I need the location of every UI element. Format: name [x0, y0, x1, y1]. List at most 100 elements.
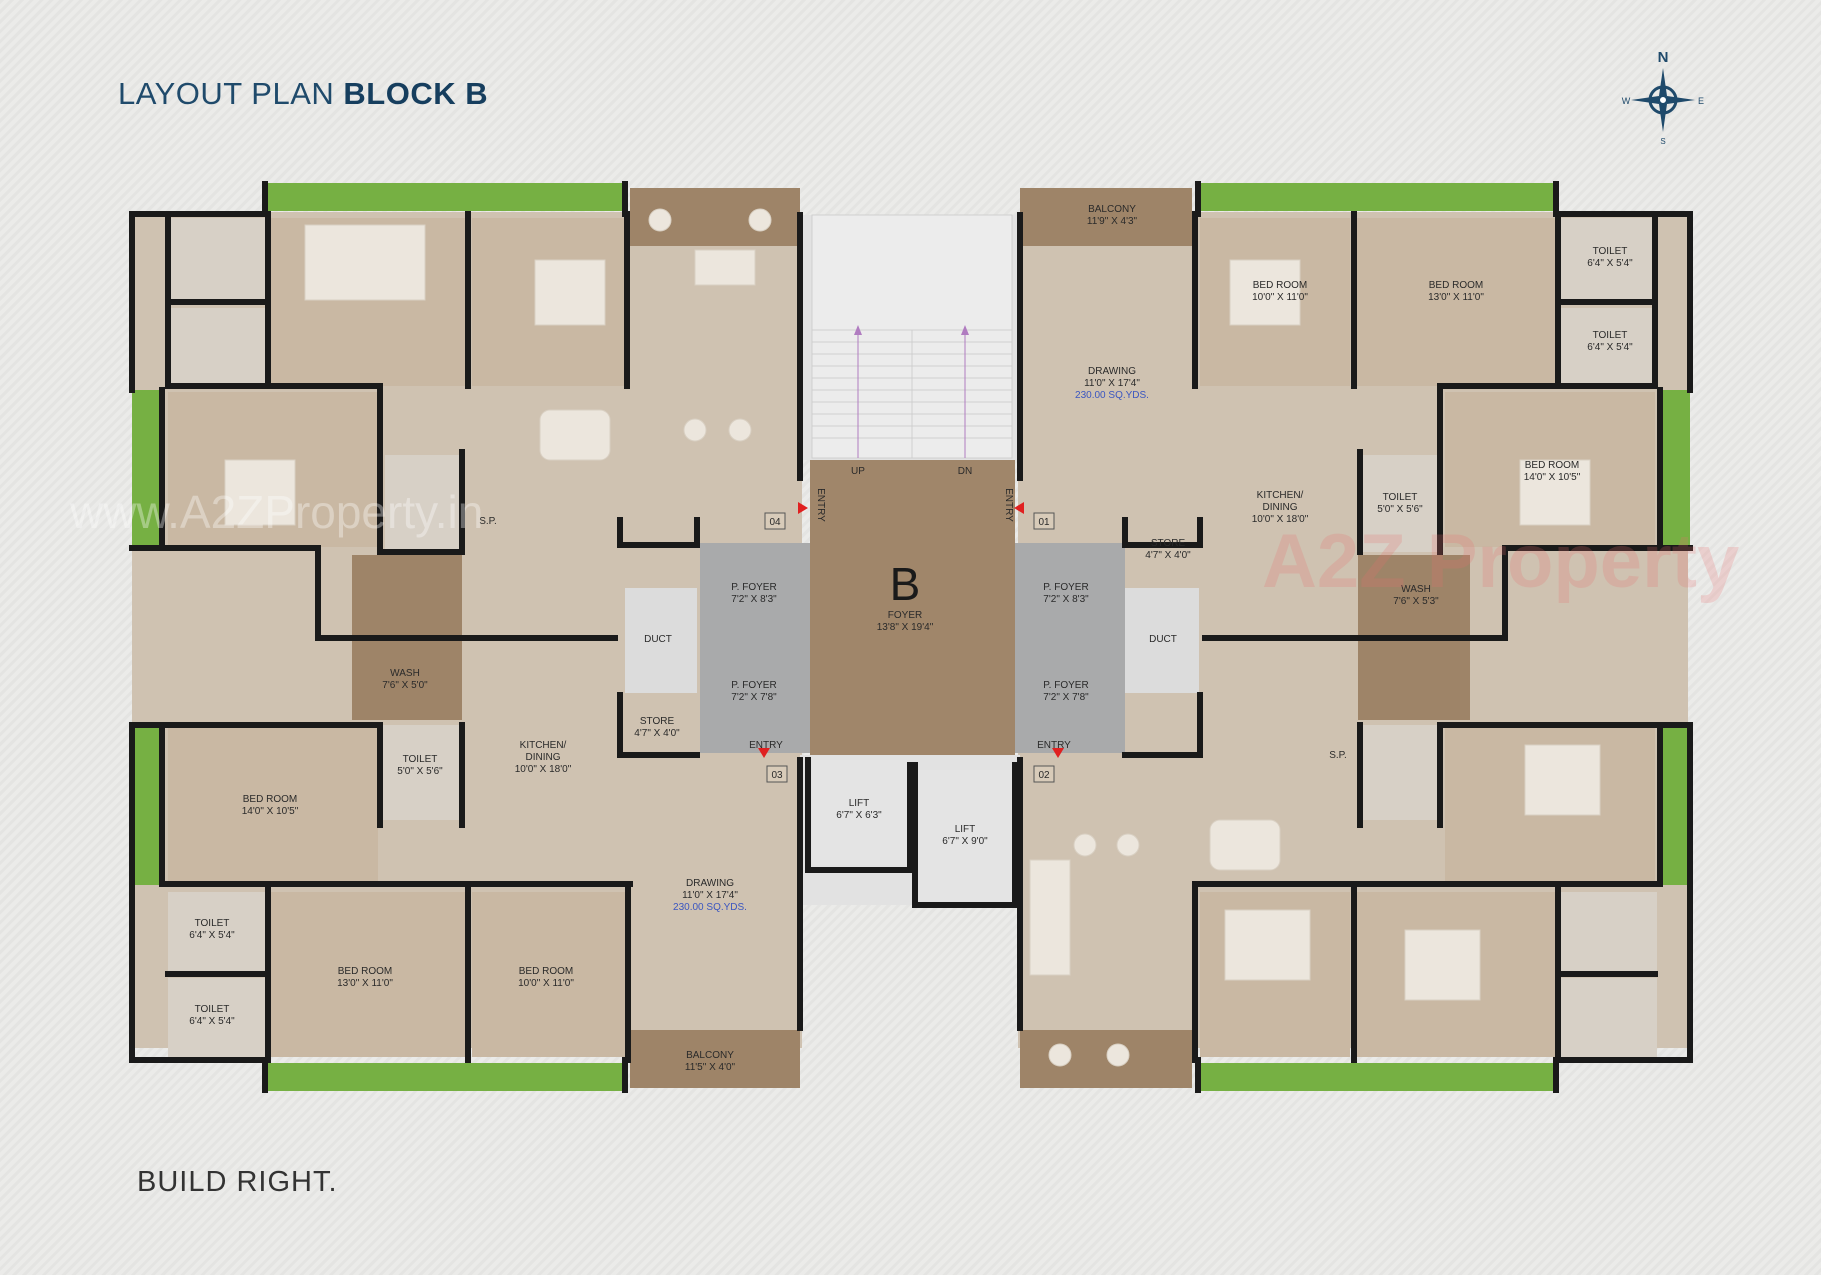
rooms [168, 218, 1655, 1057]
unit-number: 02 [1038, 770, 1050, 781]
green-strip [1198, 183, 1556, 211]
central-foyer [810, 460, 1015, 755]
private-foyers [700, 543, 1125, 753]
label-name: TOILET [403, 754, 438, 765]
label-dim: 11'0" X 17'4" [1084, 378, 1140, 389]
label-dim: 14'0" X 10'5" [1524, 472, 1581, 483]
entry-markers [758, 502, 1064, 758]
entry-label: ENTRY [749, 740, 783, 751]
label-dim: 5'0" X 5'6" [397, 766, 443, 777]
label-dim: 13'0" X 11'0" [337, 978, 393, 989]
green-strip [1660, 390, 1690, 548]
label-name: BED ROOM [1429, 280, 1483, 291]
foyer-label: FOYER [888, 610, 922, 621]
label-dim: 13'0" X 11'0" [1428, 292, 1484, 303]
label-dim: 6'4" X 5'4" [1587, 342, 1633, 353]
label-dim: 7'2" X 7'8" [731, 692, 777, 703]
label-name: BED ROOM [519, 966, 573, 977]
label-name: KITCHEN/ [1257, 490, 1304, 501]
block-letter: B [890, 558, 921, 610]
ducts [625, 588, 1199, 693]
label-name: DINING [1263, 502, 1298, 513]
label-name: BED ROOM [338, 966, 392, 977]
label-name: TOILET [1383, 492, 1418, 503]
label-name: TOILET [1593, 246, 1628, 257]
label-dim: 6'4" X 5'4" [189, 930, 235, 941]
lift-label: LIFT [955, 824, 976, 835]
label-dim: 7'2" X 7'8" [1043, 692, 1089, 703]
unit-number: 01 [1038, 517, 1050, 528]
compass-n-label: N [1658, 49, 1669, 66]
label-name: WASH [1401, 584, 1431, 595]
label-dim: 7'2" X 8'3" [1043, 594, 1089, 605]
balcony-br [1020, 1030, 1192, 1088]
compass-e-label: E [1698, 96, 1704, 106]
entry-label: ENTRY [815, 488, 826, 522]
toilets [168, 218, 1657, 1058]
label-name: BALCONY [686, 1050, 734, 1061]
label-name: TOILET [195, 1004, 230, 1015]
label-area: 230.00 SQ.YDS. [1075, 390, 1149, 401]
staircase [811, 214, 1013, 459]
label-name: TOILET [195, 918, 230, 929]
label-name: WASH [390, 668, 420, 679]
page-title: LAYOUT PLAN BLOCK B [118, 76, 489, 111]
label-dim: 10'0" X 11'0" [1252, 292, 1308, 303]
label-name: P. FOYER [731, 582, 776, 593]
label-dim: 11'9" X 4'3" [1087, 216, 1138, 227]
label-dim: 10'0" X 18'0" [515, 764, 572, 775]
green-strip [265, 1063, 625, 1091]
label-dim: 6'4" X 5'4" [1587, 258, 1633, 269]
unit-numbers: 04 01 03 02 [764, 512, 1055, 783]
green-strip [1198, 1063, 1556, 1091]
compass-s-label: S [1660, 137, 1665, 146]
furniture [224, 208, 1601, 1067]
label-name: S.P. [479, 516, 497, 527]
label-dim: 14'0" X 10'5" [242, 806, 299, 817]
label-dim: 11'5" X 4'0" [685, 1062, 736, 1073]
lifts [812, 760, 1015, 905]
entry-label: ENTRY [1037, 740, 1071, 751]
label-name: DINING [526, 752, 561, 763]
label-name: DRAWING [686, 878, 734, 889]
label-dim: 5'0" X 5'6" [1377, 504, 1423, 515]
green-strip [132, 725, 162, 885]
watermark-right: A2Z Property [1262, 519, 1740, 604]
lift-label: LIFT [849, 798, 870, 809]
compass-w-label: W [1622, 96, 1631, 106]
room-labels: BALCONY 11'9" X 4'3" BED ROOM 10'0" X 11… [189, 204, 1633, 1073]
core-labels: B FOYER 13'8" X 19'4" UP DN LIFT 6'7" X … [749, 466, 1071, 847]
label-dim: 4'7" X 4'0" [1145, 550, 1191, 561]
label-dim: 10'0" X 18'0" [1252, 514, 1309, 525]
balcony-bl [630, 1030, 800, 1088]
foyer-dim: 13'8" X 19'4" [877, 622, 934, 633]
label-name: KITCHEN/ [520, 740, 567, 751]
label-name: BED ROOM [1525, 460, 1579, 471]
label-name: BED ROOM [1253, 280, 1307, 291]
label-name: P. FOYER [1043, 680, 1088, 691]
lift-dim: 6'7" X 9'0" [942, 836, 988, 847]
balcony-tr [1020, 188, 1192, 246]
green-strip [1660, 725, 1690, 885]
dn-label: DN [958, 466, 972, 477]
walls [129, 181, 1693, 1093]
label-name: BED ROOM [243, 794, 297, 805]
label-name: DUCT [644, 634, 672, 645]
green-balconies [132, 183, 1690, 1091]
label-dim: 11'0" X 17'4" [682, 890, 738, 901]
compass-icon: N W E S [1622, 49, 1704, 146]
green-strip [265, 183, 625, 211]
label-name: S.P. [1329, 750, 1347, 761]
label-name: DRAWING [1088, 366, 1136, 377]
label-area: 230.00 SQ.YDS. [673, 902, 747, 913]
entry-label: ENTRY [1003, 488, 1014, 522]
label-name: TOILET [1593, 330, 1628, 341]
label-name: BALCONY [1088, 204, 1136, 215]
label-dim: 7'6" X 5'3" [1393, 596, 1439, 607]
label-name: STORE [1151, 538, 1186, 549]
label-dim: 7'6" X 5'0" [382, 680, 428, 691]
label-name: P. FOYER [731, 680, 776, 691]
lift-dim: 6'7" X 6'3" [836, 810, 882, 821]
